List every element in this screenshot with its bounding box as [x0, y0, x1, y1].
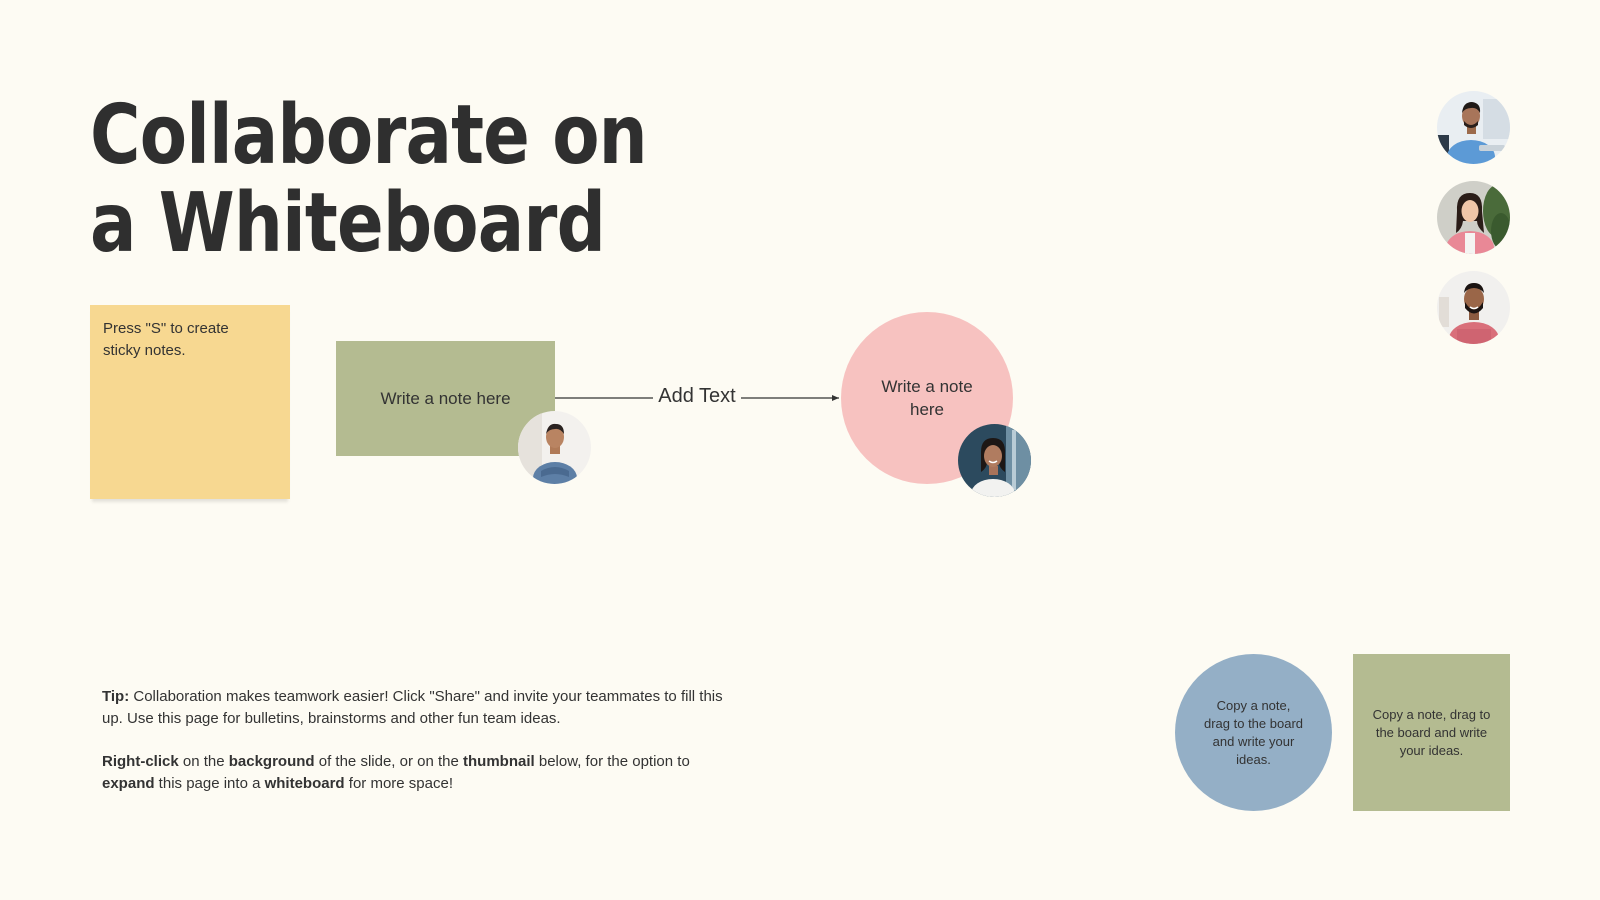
circle-note-text[interactable]: Write a note here — [881, 377, 973, 419]
copy-note-circle-text[interactable]: Copy a note, drag to the board and write… — [1203, 697, 1304, 767]
person-photo-icon — [1437, 181, 1510, 254]
note-avatar-rect — [518, 411, 591, 484]
tip-paragraph-1: Tip: Collaboration makes teamwork easier… — [102, 688, 723, 727]
note-avatar-circle — [958, 424, 1031, 497]
collaborator-avatar-2[interactable] — [1437, 181, 1510, 254]
person-photo-icon — [1437, 271, 1510, 344]
sticky-note-text[interactable]: Press "S" to create sticky notes. — [103, 320, 229, 359]
page-title-line-2: a Whiteboard — [90, 176, 606, 271]
copy-note-circle[interactable]: Copy a note, drag to the board and write… — [1175, 654, 1332, 811]
tip-paragraph-2: Right-click on the background of the sli… — [102, 753, 690, 792]
person-photo-icon — [1437, 91, 1510, 164]
tip-text[interactable]: Tip: Collaboration makes teamwork easier… — [102, 686, 742, 795]
copy-note-square-text[interactable]: Copy a note, drag to the board and write… — [1372, 706, 1491, 758]
rectangle-note-text[interactable]: Write a note here — [380, 388, 511, 408]
collaborator-avatar-1[interactable] — [1437, 91, 1510, 164]
sticky-note[interactable]: Press "S" to create sticky notes. — [90, 305, 290, 499]
person-photo-icon — [518, 411, 591, 484]
collaborator-avatar-3[interactable] — [1437, 271, 1510, 344]
page-title: Collaborate on a Whiteboard — [90, 88, 648, 271]
rectangle-note[interactable]: Write a note here — [336, 341, 555, 456]
page-title-line-1: Collaborate on — [90, 88, 648, 183]
connector-label[interactable]: Add Text — [654, 385, 740, 408]
copy-note-square[interactable]: Copy a note, drag to the board and write… — [1353, 654, 1510, 811]
person-photo-icon — [958, 424, 1031, 497]
